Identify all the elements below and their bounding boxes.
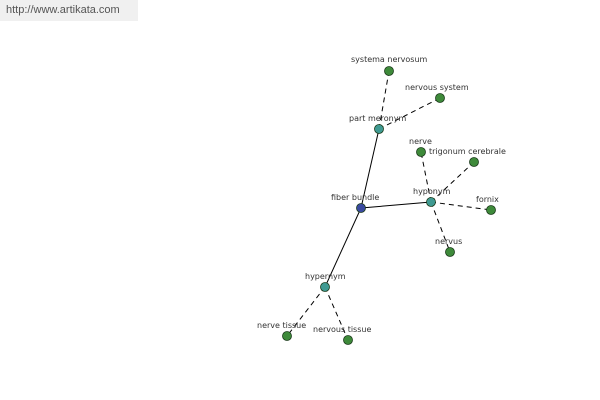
edge-part-meronym-to-systema-nervosum bbox=[378, 70, 390, 130]
node-part-meronym[interactable] bbox=[374, 124, 384, 134]
watermark-url[interactable]: http://www.artikata.com bbox=[0, 0, 138, 21]
node-label-trigonum-cerebrale[interactable]: trigonum cerebrale bbox=[429, 147, 506, 156]
edge-fiber-bundle-to-hypernym bbox=[324, 207, 362, 288]
labels-layer: fiber bundle part meronym hyponym hypernym s… bbox=[257, 55, 506, 334]
edge-hyponym-to-trigonum-cerebrale bbox=[430, 161, 475, 203]
node-label-fiber-bundle[interactable]: fiber bundle bbox=[331, 193, 379, 202]
edge-fiber-bundle-to-hyponym bbox=[360, 201, 432, 209]
edge-hypernym-to-nerve-tissue bbox=[286, 286, 326, 337]
node-trigonum-cerebrale[interactable] bbox=[469, 157, 479, 167]
node-label-nerve-tissue[interactable]: nerve tissue bbox=[257, 321, 306, 330]
edge-hypernym-to-nervous-tissue bbox=[324, 286, 349, 341]
nodes-layer bbox=[282, 66, 496, 345]
edges-layer bbox=[286, 70, 492, 341]
node-hyponym[interactable] bbox=[426, 197, 436, 207]
edge-hyponym-to-fornix bbox=[430, 201, 492, 211]
node-fornix[interactable] bbox=[486, 205, 496, 215]
node-label-nervous-system[interactable]: nervous system bbox=[405, 83, 469, 92]
node-label-part-meronym[interactable]: part meronym bbox=[349, 114, 406, 123]
node-nervous-tissue[interactable] bbox=[343, 335, 353, 345]
node-nerve[interactable] bbox=[416, 147, 426, 157]
node-systema-nervosum[interactable] bbox=[384, 66, 394, 76]
node-label-nerve[interactable]: nerve bbox=[409, 137, 432, 146]
node-label-hypernym[interactable]: hypernym bbox=[305, 272, 346, 281]
node-nerve-tissue[interactable] bbox=[282, 331, 292, 341]
node-label-fornix[interactable]: fornix bbox=[476, 195, 499, 204]
node-nervus[interactable] bbox=[445, 247, 455, 257]
edge-fiber-bundle-to-part-meronym bbox=[360, 128, 380, 209]
node-label-nervus[interactable]: nervus bbox=[435, 237, 462, 246]
node-fiber-bundle[interactable] bbox=[356, 203, 366, 213]
node-nervous-system[interactable] bbox=[435, 93, 445, 103]
node-label-systema-nervosum[interactable]: systema nervosum bbox=[351, 55, 428, 64]
node-label-nervous-tissue[interactable]: nervous tissue bbox=[313, 325, 371, 334]
edge-part-meronym-to-nervous-system bbox=[378, 97, 441, 130]
node-label-hyponym[interactable]: hyponym bbox=[413, 187, 451, 196]
node-hypernym[interactable] bbox=[320, 282, 330, 292]
